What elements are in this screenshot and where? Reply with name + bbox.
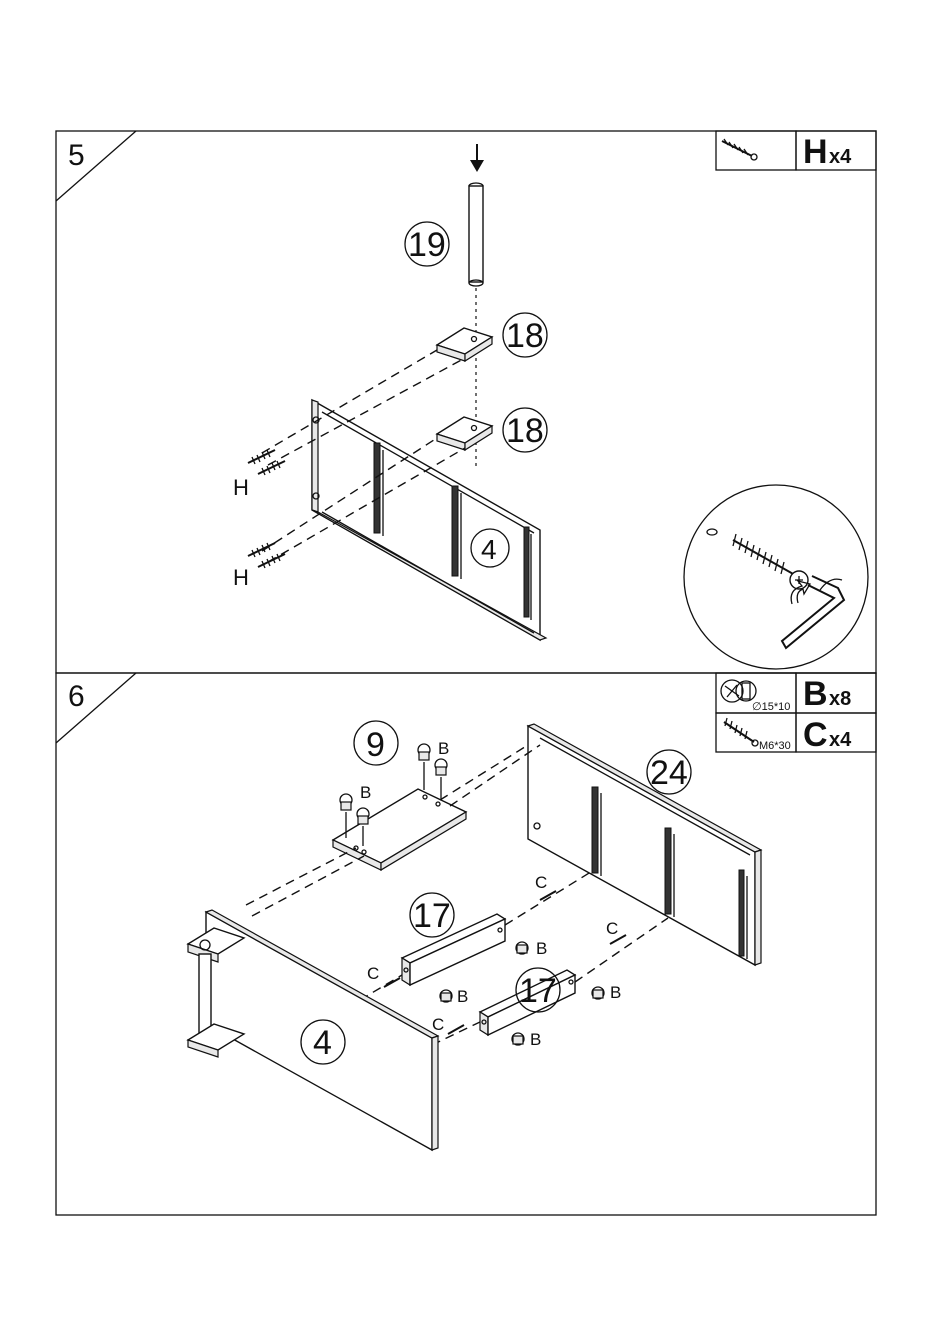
down-arrow-icon — [470, 144, 484, 172]
step-6-panel: 6 ∅15*10 B x8 M6*30 C x4 — [56, 673, 876, 1215]
label-b1: B — [438, 739, 449, 758]
hardware-box-c: M6*30 C x4 — [716, 713, 876, 754]
callout-post: 19 — [408, 226, 446, 264]
label-c4: C — [432, 1015, 444, 1034]
callout-rail-lower: 17 — [519, 972, 557, 1010]
callout-side-panel: 4 — [313, 1024, 332, 1062]
allen-key-detail-icon — [684, 485, 868, 669]
cam-lock-icon — [516, 942, 528, 954]
label-b6: B — [530, 1030, 541, 1049]
label-b4: B — [457, 987, 468, 1006]
hardware-box-b: ∅15*10 B x8 — [716, 673, 876, 713]
shelf-9 — [333, 789, 466, 870]
cam-lock-icon — [721, 680, 756, 702]
label-c3: C — [367, 964, 379, 983]
cam-bolt-icon — [384, 978, 400, 987]
cam-lock-icon — [592, 987, 604, 999]
callout-shelf-bottom: 18 — [506, 412, 544, 450]
step-6-number: 6 — [68, 680, 85, 713]
hardware-qty-b: x8 — [829, 688, 851, 710]
label-c1: C — [535, 873, 547, 892]
step-5-number: 5 — [68, 139, 85, 172]
cam-lock-icon — [512, 1033, 524, 1045]
label-screw-lower: H — [233, 565, 249, 590]
screw-h-icon — [248, 543, 285, 568]
label-c2: C — [606, 919, 618, 938]
label-b2: B — [360, 783, 371, 802]
callout-shelf: 9 — [366, 726, 385, 764]
cam-lock-icon — [435, 759, 447, 800]
hardware-qty-c: x4 — [829, 729, 852, 751]
cam-bolt-icon — [724, 718, 758, 746]
hardware-letter-h: H — [803, 133, 828, 171]
callout-panel: 4 — [481, 534, 497, 565]
label-b5: B — [610, 983, 621, 1002]
cam-lock-icon — [418, 744, 430, 790]
screw-h-icon — [248, 450, 285, 475]
cam-lock-icon — [440, 990, 452, 1002]
hardware-size-b: ∅15*10 — [752, 701, 790, 713]
long-screw-icon — [722, 139, 757, 160]
hardware-qty-h: x4 — [829, 146, 852, 168]
step-5-panel: 5 H x4 19 — [56, 131, 876, 673]
hardware-box-h: H x4 — [716, 131, 876, 171]
back-panel-24 — [528, 724, 761, 965]
shelf-18-bottom — [437, 417, 492, 450]
callout-shelf-top: 18 — [506, 317, 544, 355]
callout-back-panel: 24 — [650, 754, 688, 792]
hardware-letter-c: C — [803, 716, 828, 754]
shelf-18-top — [437, 328, 492, 361]
cam-bolt-icon — [448, 1025, 464, 1034]
callout-rail-upper: 17 — [413, 897, 451, 935]
hardware-size-c: M6*30 — [759, 740, 791, 752]
label-b3: B — [536, 939, 547, 958]
hardware-letter-b: B — [803, 675, 828, 713]
label-screw-upper: H — [233, 475, 249, 500]
